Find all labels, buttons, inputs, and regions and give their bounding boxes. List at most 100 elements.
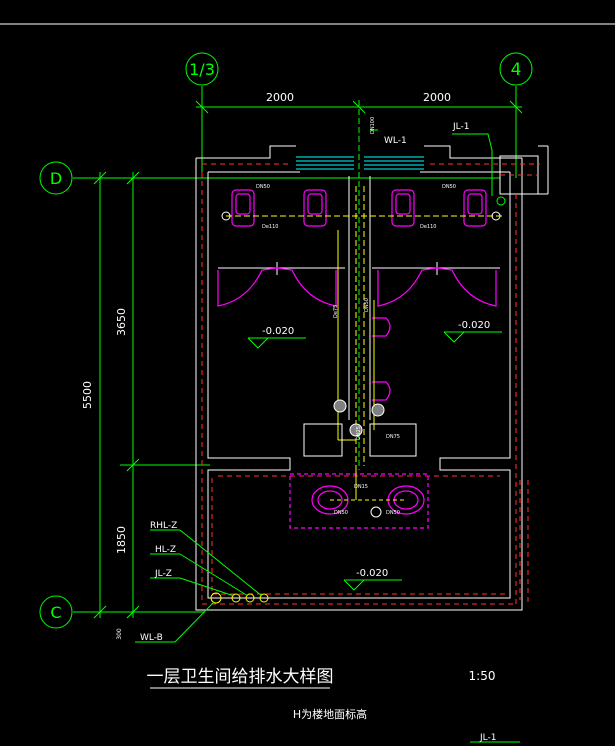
tag-rhl-z: RHL-Z: [150, 521, 177, 531]
basin-counter: [289, 473, 429, 529]
diameter-tag: DN50: [364, 298, 370, 312]
leader-lines: [135, 129, 520, 743]
toilet-pan-3: [391, 189, 415, 227]
diameter-tag: DN50: [386, 510, 400, 516]
riser-rhl-z: [210, 592, 222, 604]
mop-sink-left: [303, 423, 343, 457]
inner-wall: [207, 172, 511, 599]
diameter-tag: DN100: [370, 117, 376, 134]
top-wall-left: [196, 145, 296, 159]
axis-4-bubble: [499, 52, 533, 86]
dim-left-upper: 3650: [115, 308, 128, 336]
riser-jl-z: [245, 593, 255, 603]
leader-jl-z: [150, 577, 235, 597]
diameter-tags: DN50 DN50 De110 De110 DN50 De75 DN75 DN2…: [256, 117, 456, 516]
door-swing-4: [421, 267, 497, 307]
cleanout-1: [333, 399, 347, 413]
tag-wl1: WL-1: [384, 136, 407, 146]
fixtures: [217, 189, 497, 529]
level-left: -0.020: [262, 326, 294, 337]
tag-hl-z: HL-Z: [155, 545, 176, 555]
jl1-riser-circle: [496, 196, 506, 206]
level-markers: [247, 331, 502, 591]
drawing-scale: 1:50: [469, 669, 496, 683]
toilet-pan-outer: [231, 189, 255, 227]
toilet-pan-inner: [307, 193, 323, 215]
dim-top-left: 2000: [266, 91, 294, 104]
level-mark-bottom: [343, 579, 402, 591]
toilet-pan-1: [231, 189, 255, 227]
toilet-pan-4: [463, 189, 487, 227]
leader-wl-b: [135, 601, 215, 643]
leader-rhl-z: [150, 529, 263, 597]
diameter-tag: De110: [262, 224, 278, 230]
dim-top-right: 2000: [423, 91, 451, 104]
dim-bottom-small: 300: [116, 628, 123, 640]
axis-d-bubble: [39, 161, 73, 195]
diameter-tag: DN25: [356, 426, 362, 440]
cleanout-3: [349, 423, 363, 437]
level-mark-left: [247, 337, 306, 349]
drawing-note: H为楼地面标高: [293, 707, 367, 721]
toilet-pan-inner: [235, 193, 251, 215]
axis-4-label: 4: [511, 60, 522, 80]
top-wall-right: [424, 145, 522, 159]
tag-wl-b: WL-B: [140, 633, 163, 643]
leader-jl1: [452, 133, 493, 196]
mop-sink-right: [369, 423, 417, 457]
drawing-title: 一层卫生间给排水大样图: [147, 667, 334, 687]
dim-tick: [509, 100, 523, 114]
door-swing-2: [261, 267, 337, 307]
basin-drain: [370, 506, 382, 518]
urinal-1: [372, 317, 391, 337]
riser-wl: [259, 593, 269, 603]
window-top: [296, 156, 424, 170]
axis-d-label: D: [50, 169, 62, 188]
door-swing-1: [217, 269, 263, 307]
diameter-tag: DN75: [386, 434, 400, 440]
cleanout-2: [371, 403, 385, 417]
toilet-pan-outer: [463, 189, 487, 227]
grid-axes: [39, 52, 533, 629]
tag-jl1-bottom: JL-1: [479, 733, 496, 743]
dim-tick: [126, 171, 140, 185]
level-bottom: -0.020: [356, 568, 388, 579]
dim-tick: [93, 171, 107, 185]
axis-c-label: C: [50, 603, 61, 622]
pipe-fittings: [210, 196, 506, 604]
diameter-tag: De75: [333, 305, 339, 318]
water-supply: [226, 186, 502, 501]
basin-right-inner: [393, 490, 419, 510]
diameter-tag: DN50: [256, 184, 270, 190]
dim-tick: [195, 100, 209, 114]
floor-drain-right: [491, 211, 501, 221]
axis-1-3-bubble: [185, 52, 219, 86]
urinal-2: [372, 381, 391, 401]
dim-left-total: 5500: [81, 381, 94, 409]
level-mark-right: [443, 331, 502, 343]
dim-left-lower: 1850: [115, 526, 128, 554]
floor-drain-left: [221, 211, 231, 221]
level-right: -0.020: [458, 320, 490, 331]
basin-left-inner: [317, 490, 343, 510]
axis-1-3-label: 1/3: [189, 60, 215, 79]
diameter-tag: DN50: [334, 510, 348, 516]
door-swing-3: [377, 269, 423, 307]
riser-hl-z: [231, 593, 241, 603]
outer-wall: [195, 158, 523, 611]
leader-hl-z: [150, 553, 249, 597]
axis-c-bubble: [39, 595, 73, 629]
toilet-pan-inner: [395, 193, 411, 215]
tag-jl-z: JL-Z: [154, 569, 172, 579]
diameter-tag: DN15: [354, 484, 368, 490]
diameter-tag: De110: [420, 224, 436, 230]
toilet-pan-2: [303, 189, 327, 227]
diameter-tag: DN50: [442, 184, 456, 190]
tag-jl1-top: JL-1: [452, 122, 469, 132]
toilet-pan-outer: [303, 189, 327, 227]
toilet-pan-outer: [391, 189, 415, 227]
wall-hatch: [201, 163, 540, 605]
dim-tick: [352, 100, 366, 114]
toilet-pan-inner: [467, 193, 483, 215]
